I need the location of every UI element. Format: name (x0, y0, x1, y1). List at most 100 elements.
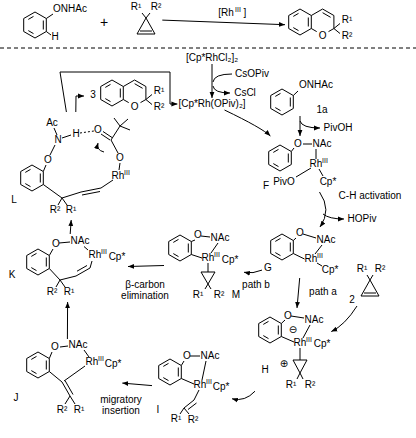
reagent-label: + (100, 15, 108, 29)
reaction-arrow (67, 302, 68, 339)
atom-label: III (98, 355, 104, 362)
reagent-label: III (235, 6, 241, 13)
atom-label: R¹ (74, 405, 85, 415)
structure-node: R¹R² (130, 1, 163, 38)
atom-label: R² (154, 102, 165, 112)
atom-label: NAc (69, 340, 88, 350)
atom-label: III (306, 336, 312, 343)
hydrogen-bond (80, 131, 94, 133)
atom-label: 1a (316, 105, 327, 115)
electron-arrow (98, 143, 104, 152)
atom-label: O (51, 342, 59, 352)
atom-label: III (317, 252, 323, 259)
atom-label: ⊕ (280, 359, 288, 369)
dashed-divider (0, 48, 416, 49)
structure-node: OR¹R² (285, 8, 355, 44)
atom-label: III (322, 157, 328, 164)
benzene-ring (21, 165, 44, 191)
atom-label: Rh (202, 253, 215, 263)
atom-label: Cp* (222, 255, 239, 265)
atom-label: Rh (112, 171, 125, 181)
reaction-arrow (70, 220, 71, 234)
atom-label: H (72, 129, 79, 139)
atom-label: O (94, 125, 102, 135)
atom-label: N (54, 135, 61, 145)
reaction-arrow (225, 110, 271, 136)
atom-label: Rh (305, 254, 318, 264)
atom-label: PivO (273, 177, 295, 187)
step-label: migratory insertion (94, 394, 148, 416)
reaction-arrow (320, 192, 326, 227)
chromene (289, 9, 340, 35)
benzene-ring (169, 235, 192, 261)
atom-label: NAc (201, 351, 220, 361)
reaction-arrow (60, 72, 177, 112)
atom-label: R² (214, 290, 225, 300)
atom-label: ⊖ (289, 325, 297, 335)
atom-label: III (206, 378, 212, 385)
atom-label: R¹ (286, 380, 297, 390)
benzene-ring (27, 249, 50, 275)
benzene-ring (159, 359, 182, 385)
atom-label: R² (305, 380, 316, 390)
step-label: β-carbon elimination (118, 279, 172, 301)
atom-label: I (157, 405, 160, 415)
atom-label: O (44, 155, 52, 165)
structure-node: ONAcRhIIICp*R²R¹K (8, 234, 128, 302)
atom-label: O (131, 102, 139, 112)
atom-label: [Cp*RhCl₂]₂ (186, 53, 238, 63)
reaction-arrow (300, 116, 301, 136)
structure-node: AcNHOOORhIIIR²R¹L (10, 112, 140, 220)
bond (281, 316, 310, 379)
structure-node: ONHAc 1a (266, 79, 334, 116)
structure-node: ONAc⊖RhIIICp*⊕R¹R²H (255, 308, 331, 392)
cyclopropene (137, 13, 155, 34)
atom-label: ONHAc (53, 4, 87, 14)
benzene-ring (24, 12, 47, 38)
atom-label: III (214, 251, 220, 258)
reagent-label: ] (244, 8, 247, 18)
atom-label: R² (50, 205, 61, 215)
atom-label: Rh (89, 250, 102, 260)
atom-label: R² (188, 415, 199, 425)
byproduct-out-arrow (300, 121, 320, 128)
structure-node: OR¹R²3 (84, 79, 166, 113)
reaction-arrow (212, 64, 213, 98)
atom-label: NAc (71, 236, 90, 246)
bond (180, 356, 206, 414)
atom-label: [Cp*Rh(OPiv)₂] (178, 99, 245, 109)
atom-label: ONHAc (299, 80, 333, 90)
atom-label: O (194, 230, 202, 240)
atom-label: Rh (194, 380, 207, 390)
atom-label: Cp* (320, 177, 337, 187)
atom-label: L (11, 195, 17, 205)
structure-node: ONHAcH (20, 3, 88, 43)
atom-label: R¹ (66, 205, 77, 215)
atom-label: NAc (313, 139, 332, 149)
atom-label: O (52, 239, 60, 249)
atom-label: O (296, 228, 304, 238)
reaction-arrow (297, 278, 300, 308)
atom-label: R¹ (171, 414, 182, 424)
atom-label: O (294, 139, 302, 149)
atom-label: III (101, 248, 107, 255)
atom-label: Cp* (213, 382, 230, 392)
atom-label: O (183, 351, 191, 361)
reaction-arrow (76, 96, 84, 112)
atom-label: J (14, 393, 19, 403)
reagent-in-arrow (213, 74, 232, 82)
atom-label: R¹ (154, 86, 165, 96)
atom-label: R² (342, 31, 353, 41)
structure-node: ONAcRhIIIPivOCp*F (262, 136, 338, 192)
atom-label: Rh (310, 159, 323, 169)
step-label: C-H activation (338, 191, 403, 201)
bond (43, 118, 130, 205)
atom-label: H (261, 365, 268, 375)
atom-label: R² (151, 2, 162, 12)
atom-label: R² (47, 287, 58, 297)
atom-label: O (284, 311, 292, 321)
atom-label: NAc (317, 235, 336, 245)
structure-node: [Cp*Rh(OPiv)₂] (177, 98, 246, 110)
reagent-label: HOPiv (348, 214, 377, 224)
